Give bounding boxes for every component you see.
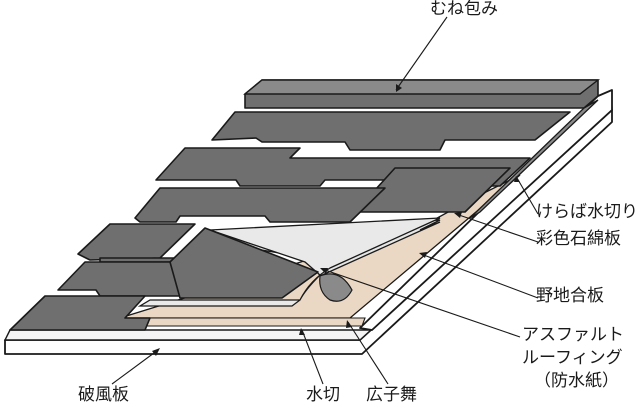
arrow-hafuita [152, 348, 160, 356]
shingle-row-1 [211, 111, 571, 151]
leader-kerabamizukiri [516, 177, 539, 215]
label-hafuita: 破風板 [78, 385, 129, 405]
arrow-nojigoban [419, 252, 427, 258]
shingle-right-block [354, 167, 511, 213]
shingle-row-4 [77, 223, 196, 261]
leader-saishoku [455, 213, 539, 243]
label-asphalt-line2: ルーフィング [522, 348, 623, 368]
label-asphalt-line1: アスファルト [522, 325, 624, 345]
shingle-loose-slab [169, 227, 319, 299]
asphalt-underlayment-sheet [137, 217, 441, 307]
plywood-sheathing-lower [127, 317, 366, 327]
leader-asphalt [321, 268, 521, 338]
underlayment-curl [319, 273, 353, 302]
leader-hafuita [111, 349, 159, 385]
arrow-hirokomai [346, 320, 352, 328]
arrow-mune-tsutsumi [396, 84, 402, 92]
label-hirokomai: 広子舞 [366, 385, 417, 405]
leader-nojigoban [420, 253, 539, 299]
leader-mizukiri [301, 329, 324, 385]
leader-mune-tsutsumi [395, 16, 448, 91]
arrow-kerabamizukiri [514, 176, 520, 182]
shingle-row-6 [9, 295, 151, 331]
label-saishoku-sekimenban: 彩色石綿板 [536, 229, 621, 249]
label-asphalt-line3: （防水紙） [534, 371, 619, 391]
arrow-asphalt [320, 268, 328, 274]
shingle-row-3 [134, 187, 386, 223]
rake-flashing [469, 99, 599, 219]
arrow-saishoku [454, 212, 462, 218]
ridge-cap-top [243, 79, 601, 95]
arrow-mizukiri [299, 328, 305, 335]
label-kerabamizukiri: けらば水切り [536, 202, 638, 222]
label-mune-tsutsumi: むね包み [430, 0, 498, 19]
leader-hirokomai [347, 321, 389, 385]
label-nojigoban: 野地合板 [536, 286, 604, 306]
rake-board [359, 89, 613, 331]
label-mizukiri: 水切 [306, 385, 340, 405]
